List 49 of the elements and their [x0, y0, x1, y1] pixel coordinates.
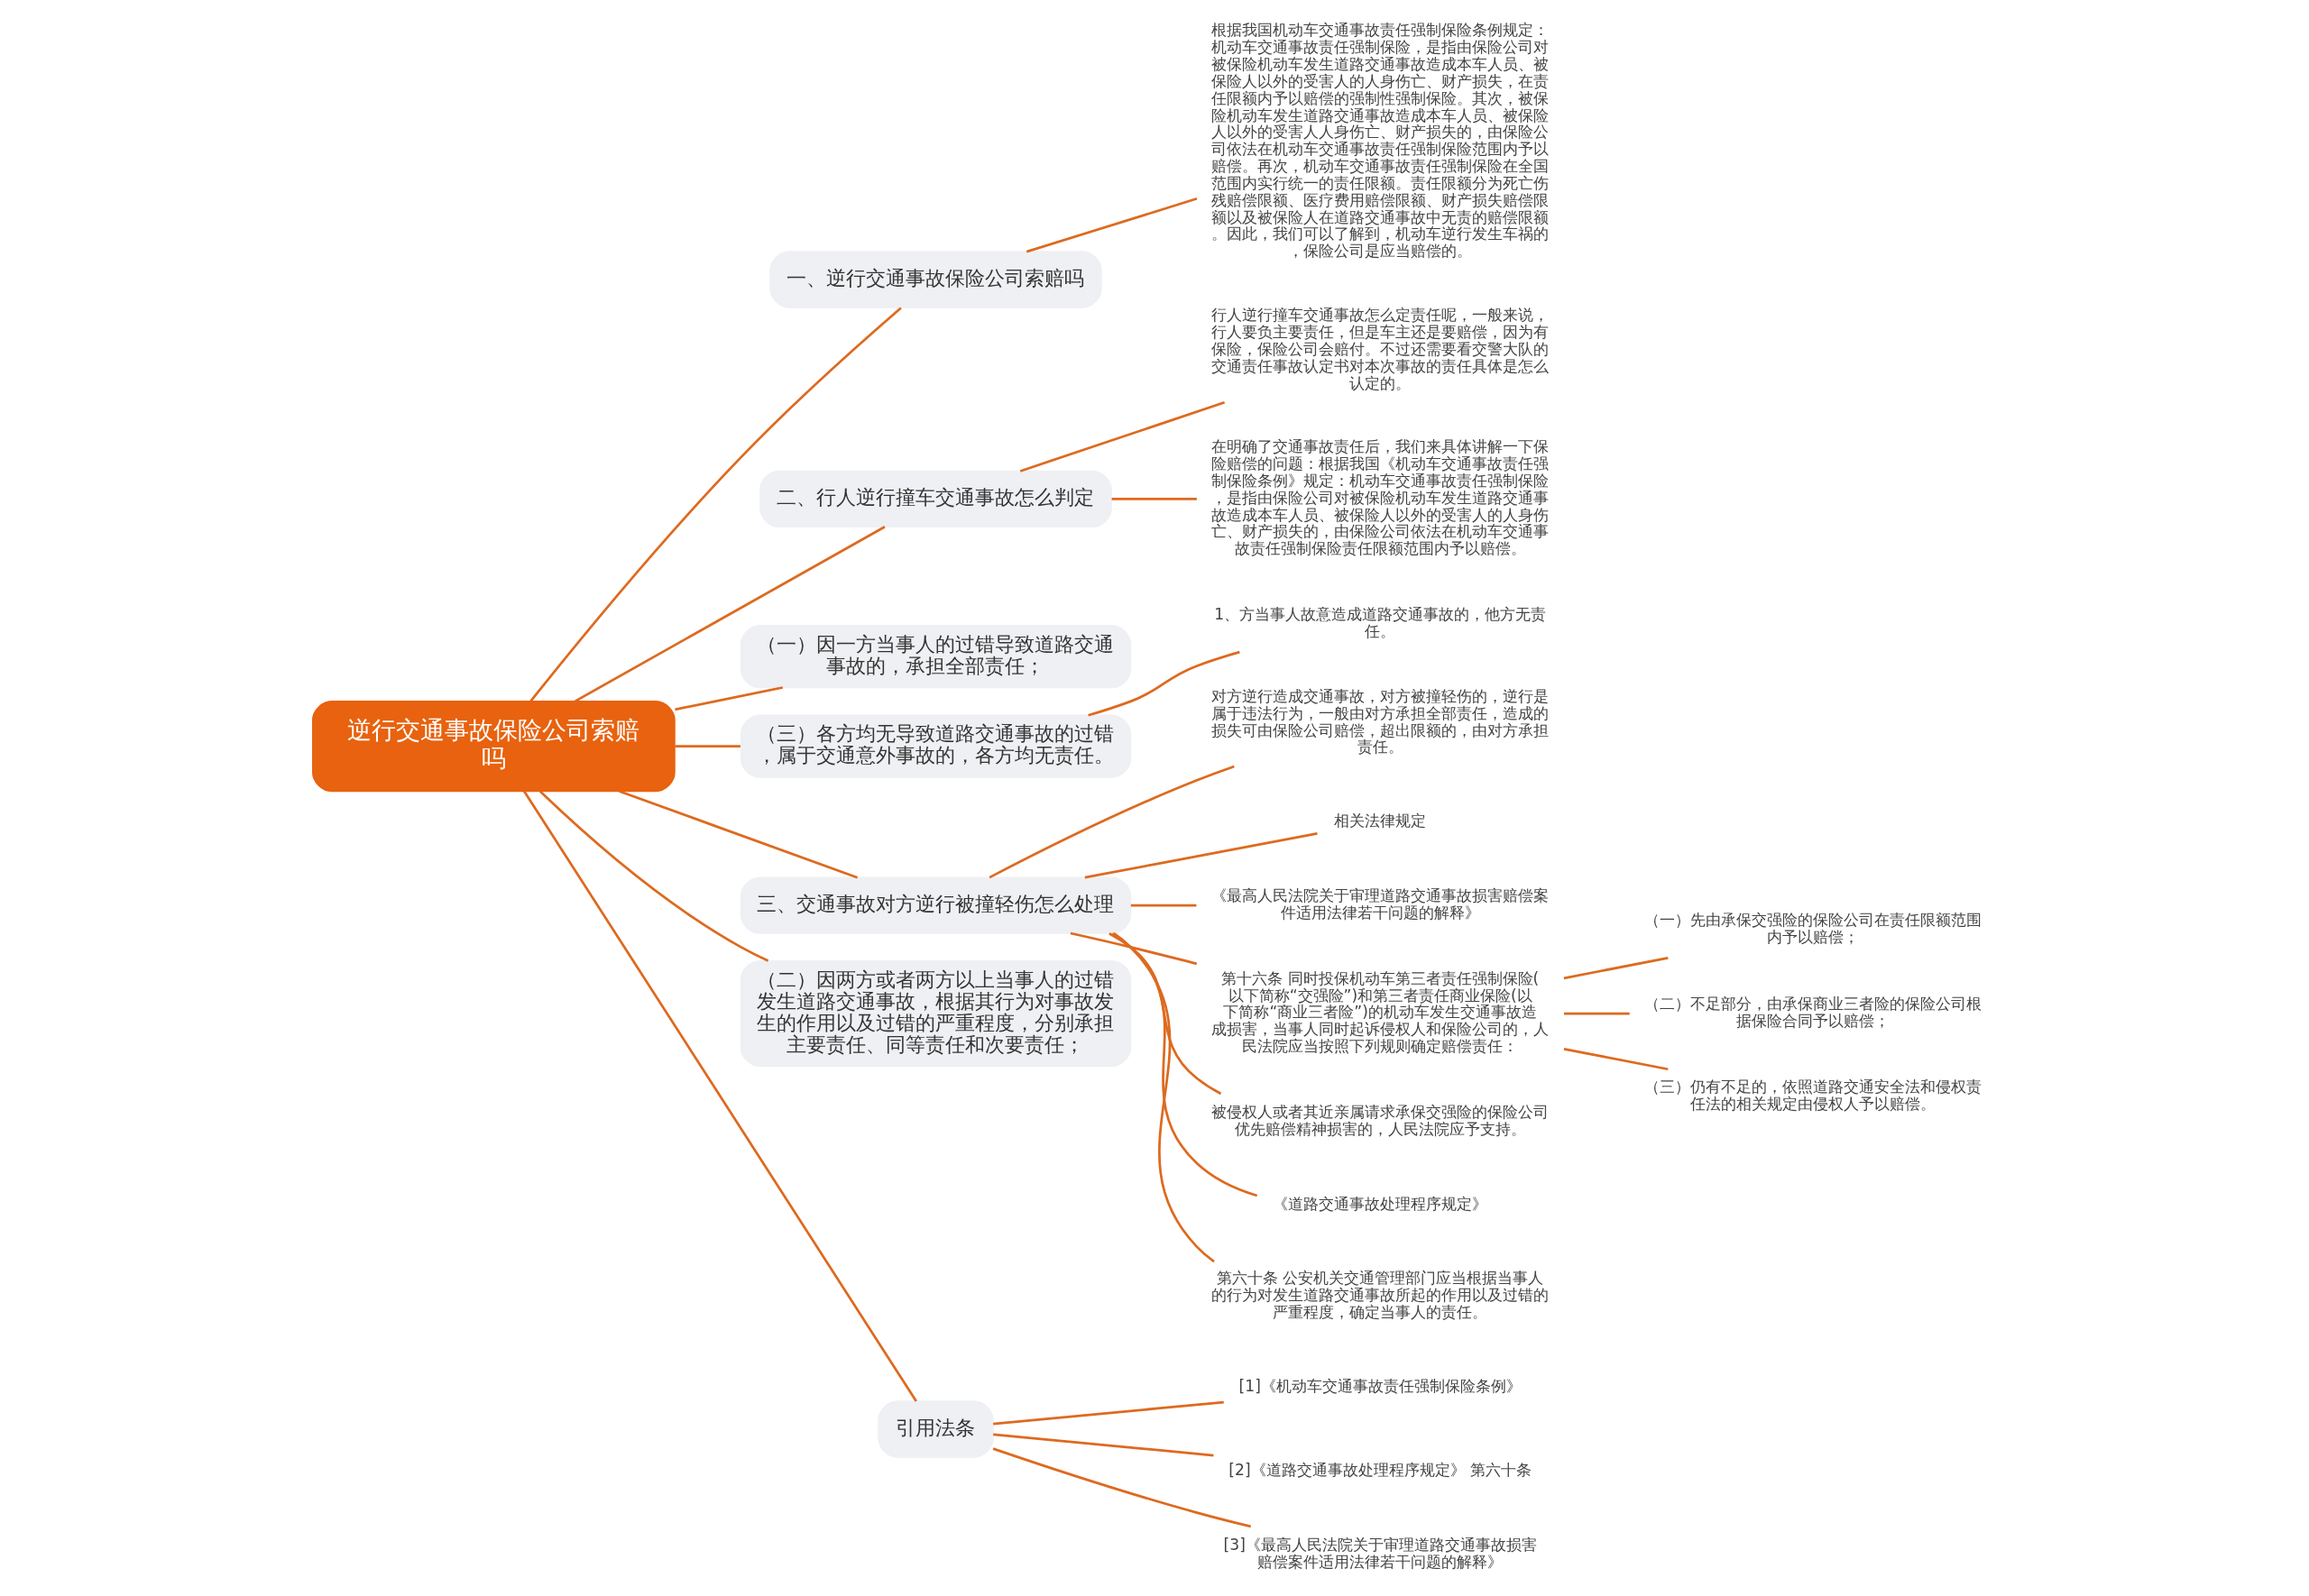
- connector: [993, 1433, 1214, 1457]
- node-text: 根据我国机动车交通事故责任强制保险条例规定：机动车交通事故责任强制保险，是指由保险公司对被保险机动车发生道路交通事故造成本车人员、被保险人以外的受害人的人身伤亡、财产损失，在责任限额内予以赔偿的强制性强制保险。其次，被保险机动车发生道路交通事故造成本车人员、被保险人以外的受害人人身伤亡、财产损失的，由保险公司依法在机动车交通事故责任强制保险范围内予以赔偿。再次，机动车交通事故责任强制保险在全国范围内实行统一的责任限额。责任限额分为死亡伤残赔偿限额、医疗费用赔偿限额、财产损失赔偿限额以及被保险人在道路交通事故中无责的赔偿限额。因此，我们可以了解到，机动车逆行发生车祸的，保险公司是应当赔偿的。: [1211, 21, 1550, 261]
- node-box: 二、行人逆行撞车交通事故怎么判定: [759, 470, 1112, 528]
- node-text: 被侵权人或者其近亲属请求承保交强险的保险公司优先赔偿精神损害的，人民法院应予支持。: [1211, 1102, 1550, 1138]
- connector: [1070, 931, 1198, 966]
- node-text: 相关法律规定: [1334, 811, 1427, 830]
- node-box: （三）各方均无导致道路交通事故的过错，属于交通意外事故的，各方均无责任。: [740, 714, 1132, 778]
- connector: [1563, 957, 1669, 980]
- node-box: 三、交通事故对方逆行被撞轻伤怎么处理: [740, 876, 1132, 934]
- connector: [529, 307, 902, 702]
- node-text: 第十六条 同时投保机动车第三者责任强制保险(以下简称“交强险”)和第三者责任商业保险(以下简称“商业三者险”)的机动车发生交通事故造成损害，当事人同时起诉侵权人和保险公司的，人民法院应当按照下列规则确定赔偿责任：: [1211, 968, 1550, 1056]
- node-box: 引用法条: [878, 1400, 994, 1458]
- node-box: （一）因一方当事人的过错导致道路交通事故的，承担全部责任；: [740, 625, 1132, 689]
- node-text: 第六十条 公安机关交通管理部门应当根据当事人的行为对发生道路交通事故所起的作用以及过错的严重程度，确定当事人的责任。: [1211, 1269, 1550, 1321]
- node-text: 1、方当事人故意造成道路交通事故的，他方无责任。: [1214, 605, 1547, 640]
- connector: [522, 790, 917, 1402]
- node-text: 《最高人民法院关于审理道路交通事故损害赔偿案件适用法律若干问题的解释》: [1211, 885, 1550, 922]
- connector: [1088, 650, 1240, 717]
- node-box: （二）因两方或者两方以上当事人的过错发生道路交通事故，根据其行为对事故发生的作用以及过错的严重程度，分别承担主要责任、同等责任和次要责任；: [740, 959, 1132, 1068]
- node-text: （一）先由承保交强险的保险公司在责任限额范围内予以赔偿；: [1644, 911, 1982, 947]
- connector: [538, 790, 769, 962]
- connector: [1019, 401, 1226, 472]
- connector: [1109, 932, 1222, 1096]
- node-text: [2]《道路交通事故处理程序规定》 第六十条: [1228, 1460, 1532, 1479]
- connector: [1111, 498, 1197, 500]
- node-text: （二）不足部分，由承保商业三者险的保险公司根据保险合同予以赔偿；: [1644, 994, 1982, 1030]
- connector: [992, 1447, 1252, 1528]
- connector: [1111, 932, 1258, 1197]
- node-box: 逆行交通事故保险公司索赔吗: [312, 701, 676, 793]
- node-text: [3]《最高人民法院关于审理道路交通事故损害赔偿案件适用法律若干问题的解释》: [1223, 1535, 1537, 1571]
- connector: [989, 765, 1235, 879]
- connector: [1130, 903, 1197, 907]
- node-text: 行人逆行撞车交通事故怎么定责任呢，一般来说，行人要负主要责任，但是车主还是要赔偿，因为有保险，保险公司会赔付。不过还需要看交警大队的交通责任事故认定书对本次事故的责任具体是怎么认定的。: [1211, 306, 1550, 392]
- node-text: 在明确了交通事故责任后，我们来具体讲解一下保险赔偿的问题：根据我国《机动车交通事故责任强制保险条例》规定：机动车交通事故责任强制保险，是指由保险公司对被保险机动车发生道路交通事故造成本车人员、被保险人以外的受害人的人身伤亡、财产损失的，由保险公司依法在机动车交通事故责任强制保险责任限额范围内予以赔偿。: [1211, 437, 1550, 558]
- connector: [993, 1400, 1224, 1426]
- node-text: [1]《机动车交通事故责任强制保险条例》: [1238, 1377, 1522, 1396]
- connector: [1563, 1047, 1669, 1071]
- connector: [1084, 832, 1318, 879]
- connector: [675, 686, 784, 711]
- connector: [1564, 1012, 1630, 1015]
- connector: [575, 526, 886, 702]
- node-text: （三）仍有不足的，依照道路交通安全法和侵权责任法的相关规定由侵权人予以赔偿。: [1644, 1078, 1982, 1114]
- node-box: 一、逆行交通事故保险公司索赔吗: [769, 251, 1102, 308]
- connector: [1113, 932, 1215, 1263]
- node-text: 《道路交通事故处理程序规定》: [1273, 1194, 1488, 1213]
- connector: [675, 745, 741, 748]
- node-text: 对方逆行造成交通事故，对方被撞轻伤的，逆行是属于违法行为，一般由对方承担全部责任，造成的损失可由保险公司赔偿，超出限额的，由对方承担责任。: [1211, 686, 1550, 757]
- connector: [1026, 197, 1198, 253]
- connector: [619, 790, 859, 879]
